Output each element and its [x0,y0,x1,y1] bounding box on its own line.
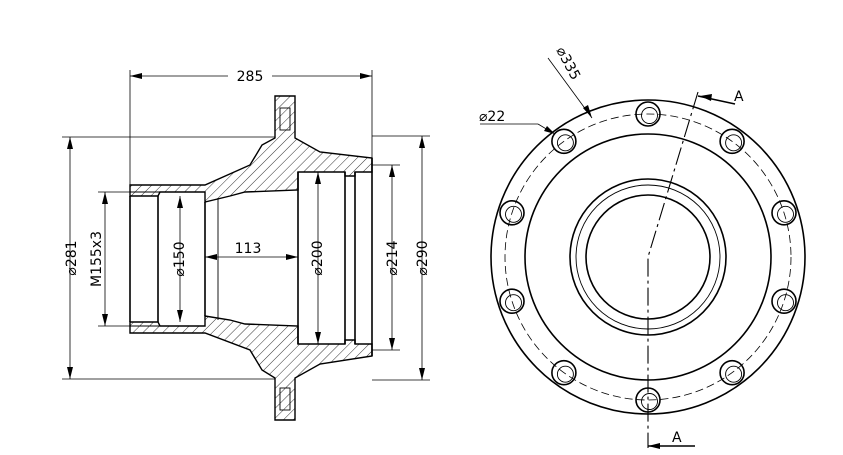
dim-290-label: ⌀290 [415,240,431,275]
section-line [647,91,699,448]
bolt-hole-inner [505,294,522,312]
dim-150: ⌀150 [172,196,188,322]
bolt-hole [719,128,745,155]
bolt-hole [551,359,577,386]
bolt-pitch-circle [504,113,792,401]
inner-ring-chamfer [575,184,721,330]
dim-290: ⌀290 [372,135,431,381]
section-wall-bottom [129,315,373,421]
dim-335-label: ⌀335 [552,44,583,83]
bolt-hole [771,200,797,226]
dim-thread: M155x3 [89,191,130,327]
bolt-hole-inner [641,107,658,124]
bolt-hole [499,288,525,315]
bolt-hole-inner [556,134,574,152]
dim-214-label: ⌀214 [385,240,401,275]
section-label-top: A [734,89,744,105]
dim-length-label: 285 [237,69,264,85]
bolt-hole-inner [641,393,658,410]
section-view: 285 ⌀281 M155x3 ⌀150 [62,66,431,421]
bolt-hole-inner [777,205,794,223]
section-label-bottom: A [672,430,682,446]
bolt-hole [551,128,577,155]
dim-22: ⌀22 [479,109,555,134]
hub-circle [524,133,772,381]
dim-thread-label: M155x3 [89,231,105,287]
dim-length: 285 [129,66,373,185]
bolt-hole [719,359,745,386]
bolt-hole-inner [725,365,743,383]
dim-281-label: ⌀281 [64,240,80,275]
bolt-hole-inner [556,365,574,383]
dim-113-label: 113 [235,241,262,257]
bolt-hole [771,288,797,315]
flange-hole-detail [279,387,291,411]
dim-200: ⌀200 [310,172,326,344]
section-wall-top [129,95,373,203]
dim-113: 113 [205,241,298,260]
bolt-hole-inner [725,134,743,152]
bolt-hole [635,101,661,127]
bolt-hole-inner [777,294,794,312]
dim-200-label: ⌀200 [310,240,326,275]
dim-150-label: ⌀150 [172,241,188,276]
dim-281: ⌀281 [62,136,275,380]
flange-hole-detail-top [279,107,291,131]
dim-22-label: ⌀22 [479,109,505,125]
bolt-hole [499,200,525,226]
end-view: A A ⌀335 ⌀22 [479,44,806,449]
flange-outer-circle [490,99,806,415]
dim-335: ⌀335 [547,44,593,119]
dim-214: ⌀214 [372,164,401,351]
bolt-holes [499,101,797,413]
inner-ring-outer [569,178,727,336]
bolt-hole-inner [505,205,522,223]
